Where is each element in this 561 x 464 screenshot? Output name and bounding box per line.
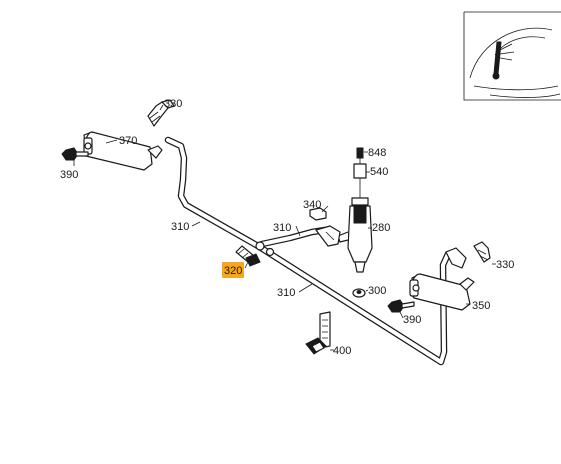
part-label-330-top[interactable]: 330	[164, 98, 182, 110]
vehicle-locator-inset	[463, 11, 561, 101]
part-label-310-low[interactable]: 310	[277, 287, 295, 299]
part-label-540[interactable]: 540	[370, 166, 388, 178]
part-label-390-left[interactable]: 390	[60, 169, 78, 181]
part-label-310-left[interactable]: 310	[171, 221, 189, 233]
part-label-400[interactable]: 400	[333, 345, 351, 357]
part-label-370[interactable]: 370	[119, 135, 137, 147]
hose-clip-400	[305, 311, 331, 355]
part-label-340[interactable]: 340	[303, 199, 321, 211]
part-label-280[interactable]: 280	[372, 222, 390, 234]
leader-lines	[73, 104, 496, 351]
right-screw-390	[387, 299, 415, 313]
part-label-350[interactable]: 350	[472, 300, 490, 312]
left-nozzle-370	[83, 131, 163, 171]
connector-contact-848	[356, 147, 364, 164]
part-label-320[interactable]: 320	[224, 265, 242, 277]
connector-plug-540	[353, 163, 367, 198]
part-label-390-right[interactable]: 390	[403, 314, 421, 326]
right-nozzle-350	[409, 273, 475, 311]
check-valve-320	[235, 245, 261, 267]
washer-pump-280	[337, 197, 373, 273]
part-label-310-mid[interactable]: 310	[273, 222, 291, 234]
left-screw-390	[61, 147, 89, 161]
part-label-848[interactable]: 848	[368, 147, 386, 159]
elbow-connector-340	[309, 207, 341, 247]
grommet-300	[352, 288, 366, 298]
left-elbow-connector-330	[147, 99, 175, 127]
hose-junction	[255, 241, 275, 257]
washer-hose-main	[164, 136, 452, 366]
right-elbow-connector-330	[445, 241, 491, 269]
highlight-box-320	[222, 262, 244, 278]
part-label-300[interactable]: 300	[368, 285, 386, 297]
part-label-330-right[interactable]: 330	[496, 259, 514, 271]
washer-hose-branch	[258, 226, 329, 248]
